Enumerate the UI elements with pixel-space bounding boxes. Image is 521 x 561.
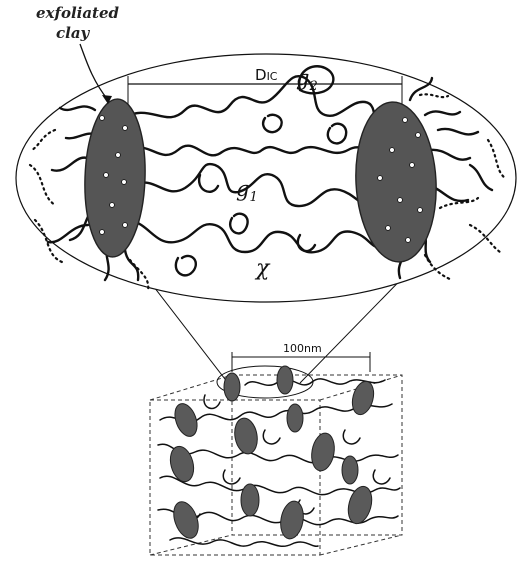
magnified-ellipse: DIC xyxy=(16,54,516,302)
cube-view: 100nm xyxy=(150,342,402,555)
chi-label: χ xyxy=(254,256,271,281)
scale-label: 100nm xyxy=(283,342,322,355)
exfoliated-clay-label-line1: exfoliated xyxy=(36,4,120,22)
scale-dimension: 100nm xyxy=(232,342,370,372)
exfoliated-clay-label-line2: clay xyxy=(56,24,91,42)
